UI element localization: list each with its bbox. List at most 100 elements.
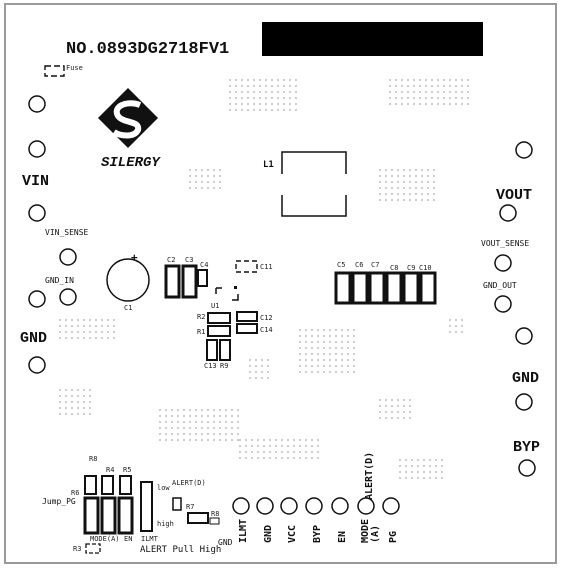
- vin-label: VIN: [22, 173, 49, 190]
- fuse-label: Fuse: [66, 64, 83, 72]
- jumper-en[interactable]: [117, 496, 134, 535]
- resistor-r4: [101, 475, 114, 495]
- board-outline: [4, 3, 557, 564]
- test-point-label: PG: [388, 531, 399, 543]
- gnd-right-label: GND: [512, 370, 539, 387]
- test-point-ilmt[interactable]: [232, 497, 250, 515]
- vout-sense-pad[interactable]: [494, 254, 512, 272]
- test-point-label: GND: [263, 525, 274, 543]
- silergy-logo-icon: [98, 88, 158, 148]
- high-label: high: [157, 520, 174, 528]
- gnd-in-label: GND_IN: [45, 276, 74, 285]
- test-point-label: EN: [337, 531, 348, 543]
- test-point-label: MODE(A): [360, 519, 381, 543]
- c7-label: C7: [371, 261, 379, 269]
- test-point-pg[interactable]: [382, 497, 400, 515]
- output-capacitor-bank: [334, 271, 437, 305]
- r5-label: R5: [123, 466, 131, 474]
- capacitor-c3: [181, 264, 198, 299]
- resistor-r2: [207, 312, 231, 324]
- low-label: low: [157, 484, 170, 492]
- r9-label: R9: [220, 362, 228, 370]
- gnd-in-pad[interactable]: [59, 288, 77, 306]
- jumper-mode[interactable]: [100, 496, 117, 535]
- u1-label: U1: [211, 302, 219, 310]
- c12-label: C12: [260, 314, 273, 322]
- alert-pull-high-label: ALERT Pull High: [140, 545, 221, 555]
- r3-label: R3: [73, 545, 81, 553]
- c13-label: C13: [204, 362, 217, 370]
- r1-label: R1: [197, 328, 205, 336]
- resistor-r3: [85, 543, 101, 554]
- resistor-r7: [187, 512, 209, 524]
- test-point-gnd[interactable]: [256, 497, 274, 515]
- capacitor-c14: [236, 323, 258, 334]
- test-point-label: VCC: [287, 525, 298, 543]
- r8-label: R8: [211, 510, 219, 518]
- u1-corner: [215, 287, 222, 294]
- test-point-vcc[interactable]: [280, 497, 298, 515]
- vin-sense-terminal[interactable]: [28, 204, 46, 222]
- vout-sense-label: VOUT_SENSE: [481, 239, 529, 248]
- c5-label: C5: [337, 261, 345, 269]
- part-number: NO.0893DG2718FV1: [66, 40, 229, 59]
- gnd-out-pad[interactable]: [494, 295, 512, 313]
- c6-label: C6: [355, 261, 363, 269]
- r7-label: R7: [186, 503, 194, 511]
- vin-sense-pad[interactable]: [59, 248, 77, 266]
- resistor-r9: [219, 339, 231, 361]
- u1-pin1-dot: [234, 286, 237, 289]
- jumper-ilmt[interactable]: [140, 481, 153, 532]
- c11-label: C11: [260, 263, 273, 271]
- vin-terminal-2[interactable]: [28, 140, 46, 158]
- test-point-byp[interactable]: [305, 497, 323, 515]
- c1-label: C1: [124, 304, 132, 312]
- resistor-r8: [209, 517, 220, 525]
- c1-plus: +: [131, 251, 138, 264]
- alert-d-small-label: ALERT(D): [172, 479, 206, 487]
- gnd-left-label: GND: [20, 330, 47, 347]
- alert-jumper[interactable]: [172, 497, 182, 511]
- jumper-pg[interactable]: [83, 496, 100, 535]
- capacitor-c2: [164, 264, 181, 299]
- brand-text: SILERGY: [101, 155, 161, 171]
- vout-terminal-1[interactable]: [515, 141, 533, 159]
- test-point-label: BYP: [312, 525, 323, 543]
- test-point-mode[interactable]: [357, 497, 375, 515]
- c14-label: C14: [260, 326, 273, 334]
- r2-label: R2: [197, 313, 205, 321]
- gnd-terminal-1[interactable]: [28, 290, 46, 308]
- c4-label: C4: [200, 261, 208, 269]
- test-point-en[interactable]: [331, 497, 349, 515]
- vout-terminal-2[interactable]: [499, 204, 517, 222]
- c8-label: C8: [390, 264, 398, 272]
- r8-top-label: R8: [89, 455, 97, 463]
- redacted-block: [262, 22, 483, 56]
- inductor-l1-bottom: [281, 195, 347, 217]
- gnd-right-terminal-1[interactable]: [515, 327, 533, 345]
- gnd-terminal-2[interactable]: [28, 356, 46, 374]
- l1-label: L1: [263, 160, 274, 170]
- r6-label: R6: [71, 489, 79, 497]
- capacitor-c12: [236, 311, 258, 322]
- gnd-right-terminal-2[interactable]: [515, 393, 533, 411]
- capacitor-c11: [235, 260, 258, 273]
- capacitor-c1: [106, 258, 150, 302]
- jump-pg-label: Jump_PG: [42, 497, 76, 506]
- fuse-footprint: [44, 65, 65, 77]
- en-small-label: EN: [124, 535, 132, 543]
- byp-label: BYP: [513, 439, 540, 456]
- c10-label: C10: [419, 264, 432, 272]
- c9-label: C9: [407, 264, 415, 272]
- gnd-bottom-small-label: GND: [218, 538, 233, 547]
- vin-terminal-1[interactable]: [28, 95, 46, 113]
- byp-terminal[interactable]: [518, 459, 536, 477]
- resistor-r6: [84, 475, 97, 495]
- capacitor-c4: [197, 269, 208, 287]
- via-grid: [58, 78, 470, 480]
- resistor-r5: [119, 475, 132, 495]
- ilmt-small-label: ILMT: [141, 535, 159, 543]
